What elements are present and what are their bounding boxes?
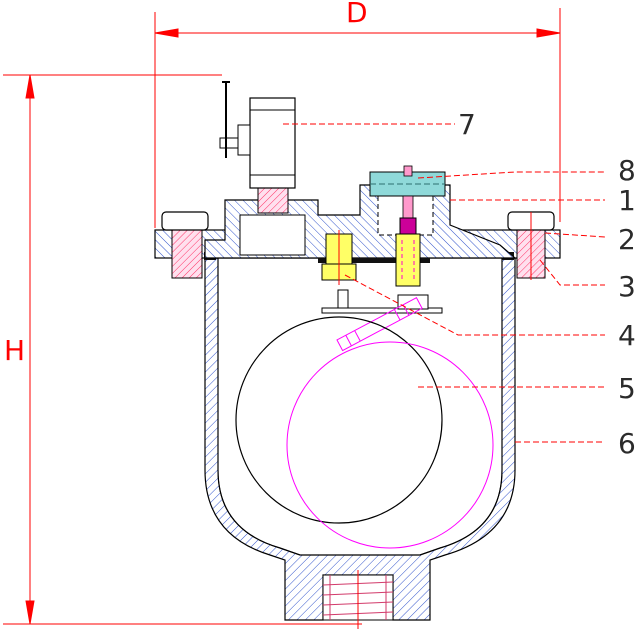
lever-arm [321,289,443,352]
leader-lines [283,123,606,443]
top-cap [369,165,446,197]
float-ball [235,316,494,549]
callout-5: 5 [618,372,636,405]
callout-6: 6 [618,427,636,460]
valve-body [204,257,516,629]
valve-cover [204,184,517,263]
callout-1: 1 [618,184,636,217]
callout-3: 3 [618,270,636,303]
dimension-lines [3,8,561,625]
callout-4: 4 [618,319,636,352]
callout-7: 7 [458,108,476,141]
callout-8: 8 [618,154,636,187]
ball-valve [219,81,296,214]
dimension-d-label: D [346,0,368,29]
dimension-h-label: H [4,334,25,367]
callout-2: 2 [618,223,636,256]
